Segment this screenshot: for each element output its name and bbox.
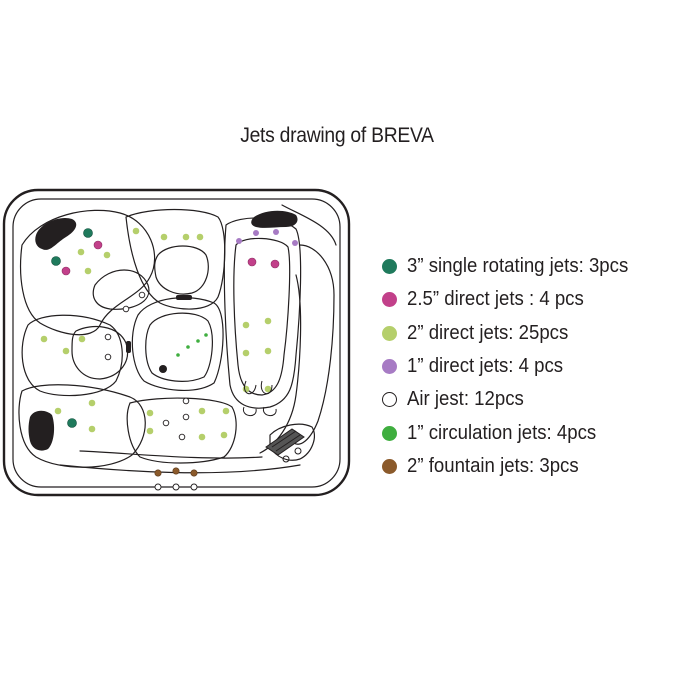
legend-item: 1” direct jets: 4 pcs xyxy=(380,350,670,383)
headrest-top-left xyxy=(35,217,77,250)
diagram-title: Jets drawing of BREVA xyxy=(240,124,434,147)
drain xyxy=(159,365,167,373)
jets-rotating xyxy=(51,228,93,428)
headrest-top-right xyxy=(251,210,298,228)
legend-item: 3” single rotating jets: 3pcs xyxy=(380,250,670,283)
legend-label: Air jest: 12pcs xyxy=(407,388,524,411)
swatch-dot-icon xyxy=(382,425,397,441)
jets-2-direct xyxy=(40,227,272,441)
valve-left xyxy=(126,341,131,353)
tub-outer-rim xyxy=(2,188,351,497)
seat-left-upper xyxy=(20,209,156,336)
direct-jet-2-5 xyxy=(247,257,257,267)
seat-left-lower xyxy=(18,384,146,468)
swatch-ring-icon xyxy=(382,392,397,408)
legend-label: 3” single rotating jets: 3pcs xyxy=(407,255,629,278)
jets-fountain xyxy=(154,467,198,477)
seat-left-upper-inner xyxy=(92,269,150,310)
legend-label: 2” fountain jets: 3pcs xyxy=(407,454,579,477)
corner-seat-top-right xyxy=(281,204,337,246)
legend-item: 1” circulation jets: 4pcs xyxy=(380,416,670,449)
jets-2-5-direct xyxy=(61,240,280,276)
seat-left-middle-inner xyxy=(71,325,129,380)
swatch-dot-icon xyxy=(382,259,397,275)
swatch-dot-icon xyxy=(382,325,397,341)
legend-item: 2” direct jets: 25pcs xyxy=(380,317,670,350)
equipment-recess xyxy=(269,423,315,461)
control-panel xyxy=(265,428,305,463)
jets-1-direct xyxy=(236,229,298,246)
lounger-right-inner xyxy=(233,237,291,396)
bench-bottom xyxy=(126,397,237,464)
jets-circulation xyxy=(176,333,208,357)
direct-jet-2-5 xyxy=(93,240,103,250)
seat-right xyxy=(293,244,335,445)
direct-jet-2-5 xyxy=(61,266,71,276)
legend-item: 2.5” direct jets : 4 pcs xyxy=(380,283,670,316)
headrest-left xyxy=(28,410,55,451)
swatch-dot-icon xyxy=(382,292,397,308)
seat-top-middle xyxy=(125,208,226,310)
legend-item: 2” fountain jets: 3pcs xyxy=(380,450,670,483)
jets-air xyxy=(104,291,198,491)
lounger-right xyxy=(223,217,302,409)
direct-jet-2-5 xyxy=(270,259,280,269)
seat-left-middle xyxy=(21,314,123,397)
swatch-dot-icon xyxy=(382,359,397,375)
legend-label: 1” circulation jets: 4pcs xyxy=(407,421,597,444)
spa-jets-diagram xyxy=(2,188,351,497)
swatch-dot-icon xyxy=(382,458,397,474)
rotating-jet xyxy=(83,228,93,238)
filter-cover xyxy=(176,295,192,300)
legend-label: 2” direct jets: 25pcs xyxy=(407,321,569,344)
bench-bottom-step-2 xyxy=(59,464,301,474)
lounger-footrests xyxy=(242,380,277,416)
rotating-jet xyxy=(67,418,77,428)
footwell-inner xyxy=(145,312,213,382)
legend-item: Air jest: 12pcs xyxy=(380,383,670,416)
lounger-right-channel xyxy=(259,274,302,454)
jets-legend: 3” single rotating jets: 3pcs 2.5” direc… xyxy=(380,250,670,483)
legend-label: 2.5” direct jets : 4 pcs xyxy=(407,288,584,311)
headrests xyxy=(28,210,298,451)
bench-bottom-step xyxy=(79,450,263,459)
rotating-jet xyxy=(51,256,61,266)
legend-label: 1” direct jets: 4 pcs xyxy=(407,355,564,378)
seat-top-middle-inner xyxy=(154,245,209,295)
